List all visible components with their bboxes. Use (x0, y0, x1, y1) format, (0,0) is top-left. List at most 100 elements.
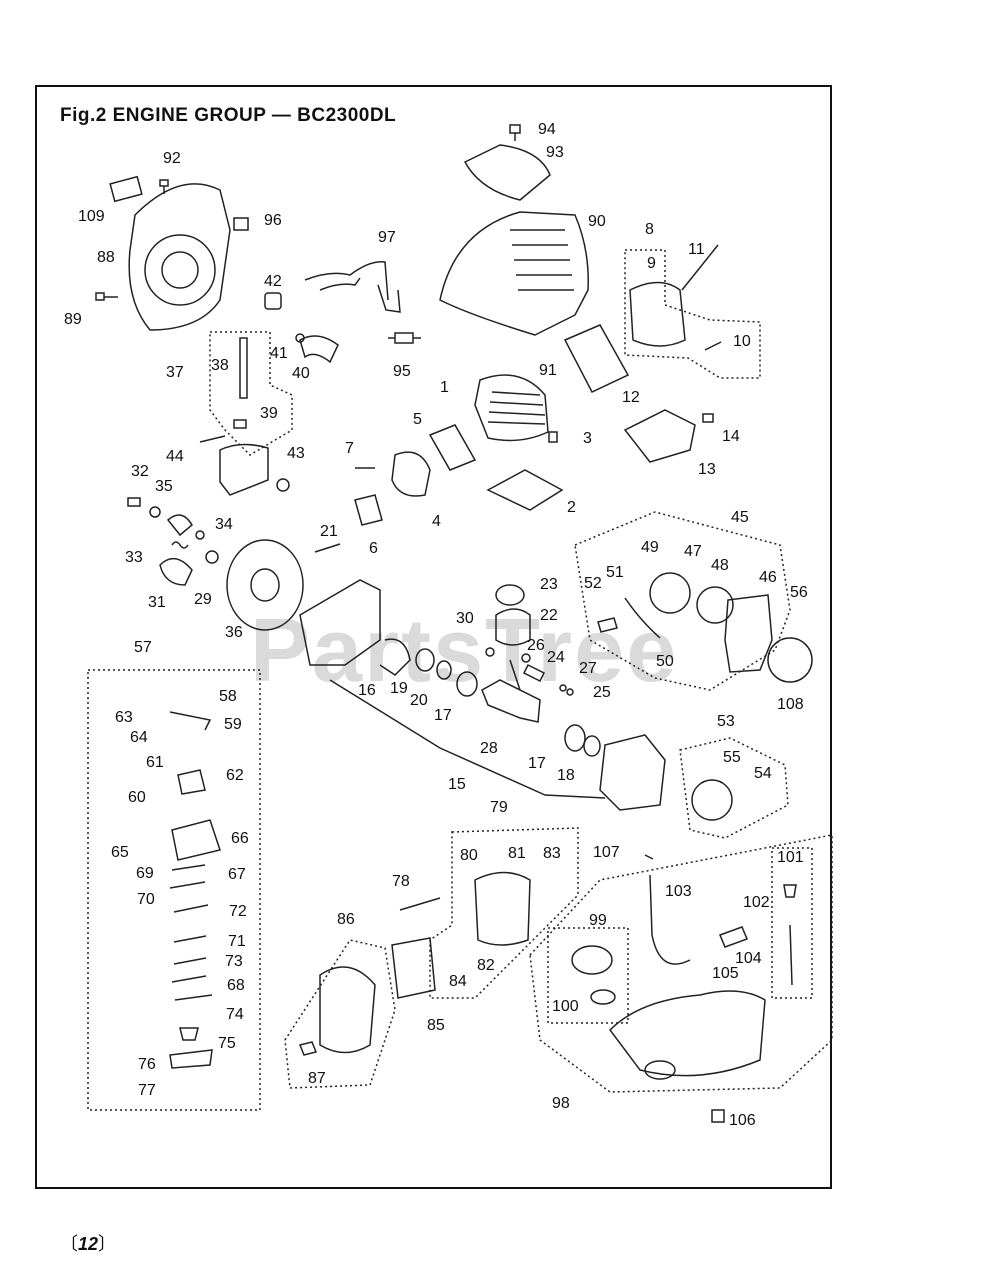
callout: 87 (308, 1070, 326, 1087)
callout: 31 (148, 594, 166, 611)
group-86-outline (284, 939, 396, 1089)
callout: 49 (641, 539, 659, 556)
wire-harness-part (304, 261, 401, 313)
callout: 71 (228, 933, 246, 950)
part-26-drawing (521, 653, 531, 663)
page-number: 〔12〕 (60, 1230, 116, 1256)
callout: 36 (225, 624, 243, 641)
fuel-tank-part (609, 990, 766, 1077)
callout: 2 (567, 499, 576, 516)
callout-labels: 1 2 3 4 5 6 7 8 9 10 11 12 13 14 15 16 1… (64, 121, 808, 1129)
callout: 98 (552, 1095, 570, 1112)
callout: 104 (735, 950, 762, 967)
callout: 48 (711, 557, 729, 574)
callout: 29 (194, 591, 212, 608)
part-75-drawing (179, 1027, 199, 1041)
callout: 70 (137, 891, 155, 908)
callout: 93 (546, 144, 564, 161)
callout: 25 (593, 684, 611, 701)
bearing-17b-part (564, 724, 586, 752)
part-27-drawing (559, 684, 567, 692)
callout: 58 (219, 688, 237, 705)
carburetor-top-part (177, 769, 206, 795)
part-13-drawing (623, 409, 696, 463)
bolt-44-part (199, 435, 226, 443)
callout: 90 (588, 213, 606, 230)
diagram-frame (35, 85, 832, 1189)
fuel-line-103-part (649, 874, 691, 965)
callout: 9 (647, 255, 656, 272)
callout: 83 (543, 845, 561, 862)
element-85-part (391, 937, 436, 999)
screw-89-part (95, 292, 118, 301)
gasket-16-part (379, 638, 411, 676)
callout: 84 (449, 973, 467, 990)
cylinder-fins (487, 391, 546, 425)
callout: 103 (665, 883, 692, 900)
gasket-2-part (486, 469, 564, 511)
part-76-drawing (169, 1049, 213, 1069)
insulator-4-part (391, 451, 431, 497)
knob-87-part (298, 1041, 318, 1056)
pulley-47-part (649, 572, 691, 614)
callout: 14 (722, 428, 740, 445)
callout: 39 (260, 405, 278, 422)
part-38-drawing (239, 337, 248, 399)
callout: 28 (480, 740, 498, 757)
starter-cover-ring (144, 234, 216, 306)
screw-92-part (159, 179, 169, 194)
group-99-outline (547, 927, 629, 1024)
callout: 13 (698, 461, 716, 478)
starter-cover-part (128, 183, 231, 331)
callout: 34 (215, 516, 233, 533)
callout: 99 (589, 912, 607, 929)
part-53-drawing (691, 779, 733, 821)
callout: 108 (777, 696, 804, 713)
starter-case-46-part (724, 594, 773, 673)
callout: 96 (264, 212, 282, 229)
callout: 86 (337, 911, 355, 928)
flywheel-hub (250, 568, 280, 602)
primer-101-part (783, 884, 797, 986)
starter-cover-hub (161, 251, 199, 289)
fuel-cap-99-part (571, 945, 613, 975)
callout: 75 (218, 1035, 236, 1052)
bearing-17-part (456, 671, 478, 697)
callout: 33 (125, 549, 143, 566)
callout: 18 (557, 767, 575, 784)
seal-19-part (415, 648, 435, 672)
flywheel-part (226, 539, 304, 631)
callout: 97 (378, 229, 396, 246)
part-43-drawing (276, 478, 290, 492)
callout: 50 (656, 653, 674, 670)
part-33-drawing (171, 541, 189, 549)
callout: 74 (226, 1006, 244, 1023)
callout: 106 (729, 1112, 756, 1129)
callout: 61 (146, 754, 164, 771)
page-number-value: 12 (78, 1234, 99, 1254)
callout: 24 (547, 649, 565, 666)
callout: 40 (292, 365, 310, 382)
callout: 7 (345, 440, 354, 457)
callout: 77 (138, 1082, 156, 1099)
callout: 55 (723, 749, 741, 766)
callout: 67 (228, 866, 246, 883)
callout: 54 (754, 765, 772, 782)
callout: 6 (369, 540, 378, 557)
callout: 32 (131, 463, 149, 480)
callout: 5 (413, 411, 422, 428)
callout: 85 (427, 1017, 445, 1034)
part-93-drawing (463, 144, 551, 201)
callout: 23 (540, 576, 558, 593)
callout: 30 (456, 610, 474, 627)
bolt-10-part (704, 341, 722, 351)
callout: 52 (584, 575, 602, 592)
callout: 57 (134, 639, 152, 656)
callout: 65 (111, 844, 129, 861)
callout: 91 (539, 362, 557, 379)
part-25-drawing (566, 688, 574, 696)
part-39-drawing (233, 419, 247, 429)
seal-18-part (583, 735, 601, 757)
part-35-drawing (149, 506, 161, 518)
callout: 22 (540, 607, 558, 624)
